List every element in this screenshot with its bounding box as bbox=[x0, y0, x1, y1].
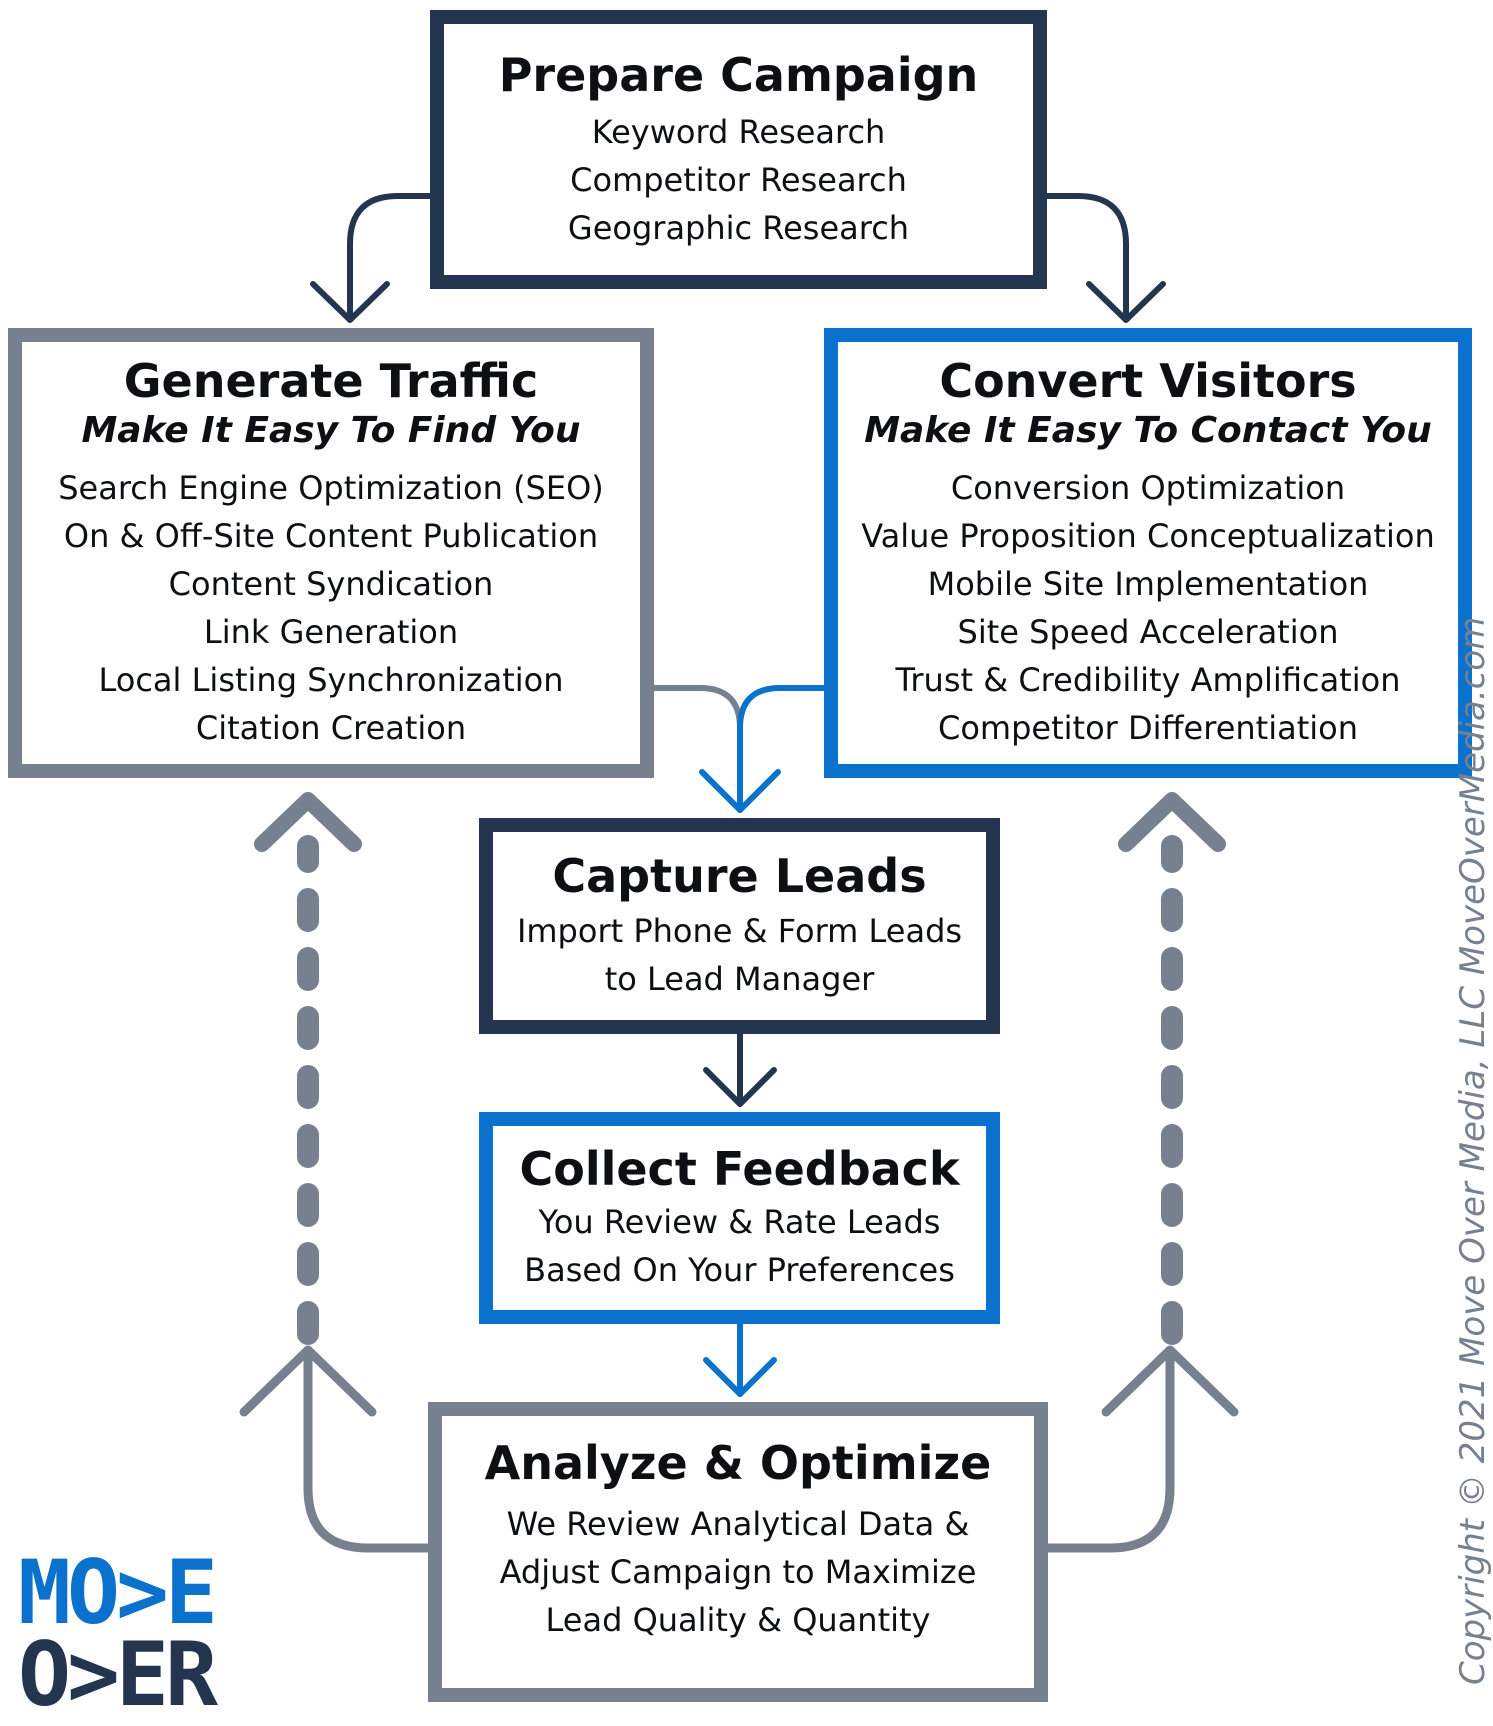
flow-connectors bbox=[239, 193, 1239, 1553]
generate-traffic-subtitle: Make It Easy To Find You bbox=[81, 410, 581, 451]
connector-traffic-to-capture bbox=[649, 685, 743, 731]
analyze-item: Lead Quality & Quantity bbox=[545, 1601, 931, 1639]
arrowhead-to-feedback bbox=[703, 1067, 777, 1107]
arrowhead-to-analyze bbox=[703, 1357, 777, 1397]
convert-item: Mobile Site Implementation bbox=[927, 565, 1369, 603]
connector-prepare-to-traffic bbox=[347, 193, 433, 321]
convert-item: Site Speed Acceleration bbox=[957, 613, 1339, 651]
arrowhead-right-loop-top bbox=[1118, 792, 1226, 852]
connector-prepare-to-convert bbox=[1044, 193, 1129, 321]
convert-visitors-title: Convert Visitors bbox=[939, 354, 1357, 408]
arrowhead-left-loop-top bbox=[254, 792, 362, 852]
capture-item: to Lead Manager bbox=[604, 960, 875, 998]
analyze-item: Adjust Campaign to Maximize bbox=[499, 1553, 977, 1591]
prepare-item: Competitor Research bbox=[570, 160, 907, 199]
collect-feedback-title: Collect Feedback bbox=[519, 1142, 960, 1196]
connector-convert-to-capture bbox=[737, 685, 829, 813]
convert-visitors-subtitle: Make It Easy To Contact You bbox=[864, 410, 1432, 451]
arrowhead-left-loop-bottom bbox=[239, 1345, 377, 1417]
capture-item: Import Phone & Form Leads bbox=[516, 912, 963, 950]
analyze-optimize-box: Analyze & Optimize We Review Analytical … bbox=[428, 1402, 1048, 1702]
generate-traffic-title: Generate Traffic bbox=[123, 354, 539, 408]
prepare-campaign-title: Prepare Campaign bbox=[498, 47, 979, 102]
traffic-item: Local Listing Synchronization bbox=[98, 661, 564, 699]
convert-item: Competitor Differentiation bbox=[937, 709, 1358, 747]
capture-leads-box: Capture Leads Import Phone & Form Leads … bbox=[479, 818, 1000, 1034]
analyze-optimize-title: Analyze & Optimize bbox=[484, 1436, 992, 1490]
arrowhead-right-loop-bottom bbox=[1101, 1345, 1239, 1417]
analyze-item: We Review Analytical Data & bbox=[506, 1505, 970, 1543]
capture-leads-title: Capture Leads bbox=[552, 849, 927, 903]
traffic-item: Content Syndication bbox=[168, 565, 494, 603]
convert-visitors-box: Convert Visitors Make It Easy To Contact… bbox=[824, 328, 1472, 778]
logo-line-top: MO>E bbox=[18, 1541, 218, 1644]
arrowhead-to-convert bbox=[1086, 281, 1166, 323]
connector-analyze-right bbox=[1042, 1355, 1175, 1553]
arrowhead-to-capture bbox=[699, 769, 781, 813]
arrowhead-to-traffic bbox=[310, 281, 390, 323]
prepare-item: Geographic Research bbox=[567, 208, 910, 247]
collect-feedback-box: Collect Feedback You Review & Rate Leads… bbox=[479, 1112, 1000, 1324]
prepare-campaign-box: Prepare Campaign Keyword Research Compet… bbox=[430, 10, 1047, 289]
convert-item: Trust & Credibility Amplification bbox=[895, 661, 1401, 699]
traffic-item: Search Engine Optimization (SEO) bbox=[58, 469, 604, 507]
logo-line-bottom: O>ER bbox=[18, 1623, 218, 1726]
convert-item: Conversion Optimization bbox=[950, 469, 1346, 507]
feedback-item: You Review & Rate Leads bbox=[538, 1203, 941, 1241]
copyright-notice: Copyright © 2021 Move Over Media, LLC Mo… bbox=[1453, 616, 1493, 1685]
connector-analyze-left bbox=[303, 1355, 435, 1553]
traffic-item: Link Generation bbox=[203, 613, 459, 651]
traffic-item: On & Off-Site Content Publication bbox=[63, 517, 599, 555]
convert-item: Value Proposition Conceptualization bbox=[861, 517, 1435, 555]
move-over-media-logo: MO>E O>ER bbox=[18, 1541, 248, 1719]
generate-traffic-box: Generate Traffic Make It Easy To Find Yo… bbox=[8, 328, 654, 778]
feedback-item: Based On Your Preferences bbox=[524, 1251, 955, 1289]
prepare-item: Keyword Research bbox=[591, 112, 886, 151]
traffic-item: Citation Creation bbox=[195, 709, 467, 747]
